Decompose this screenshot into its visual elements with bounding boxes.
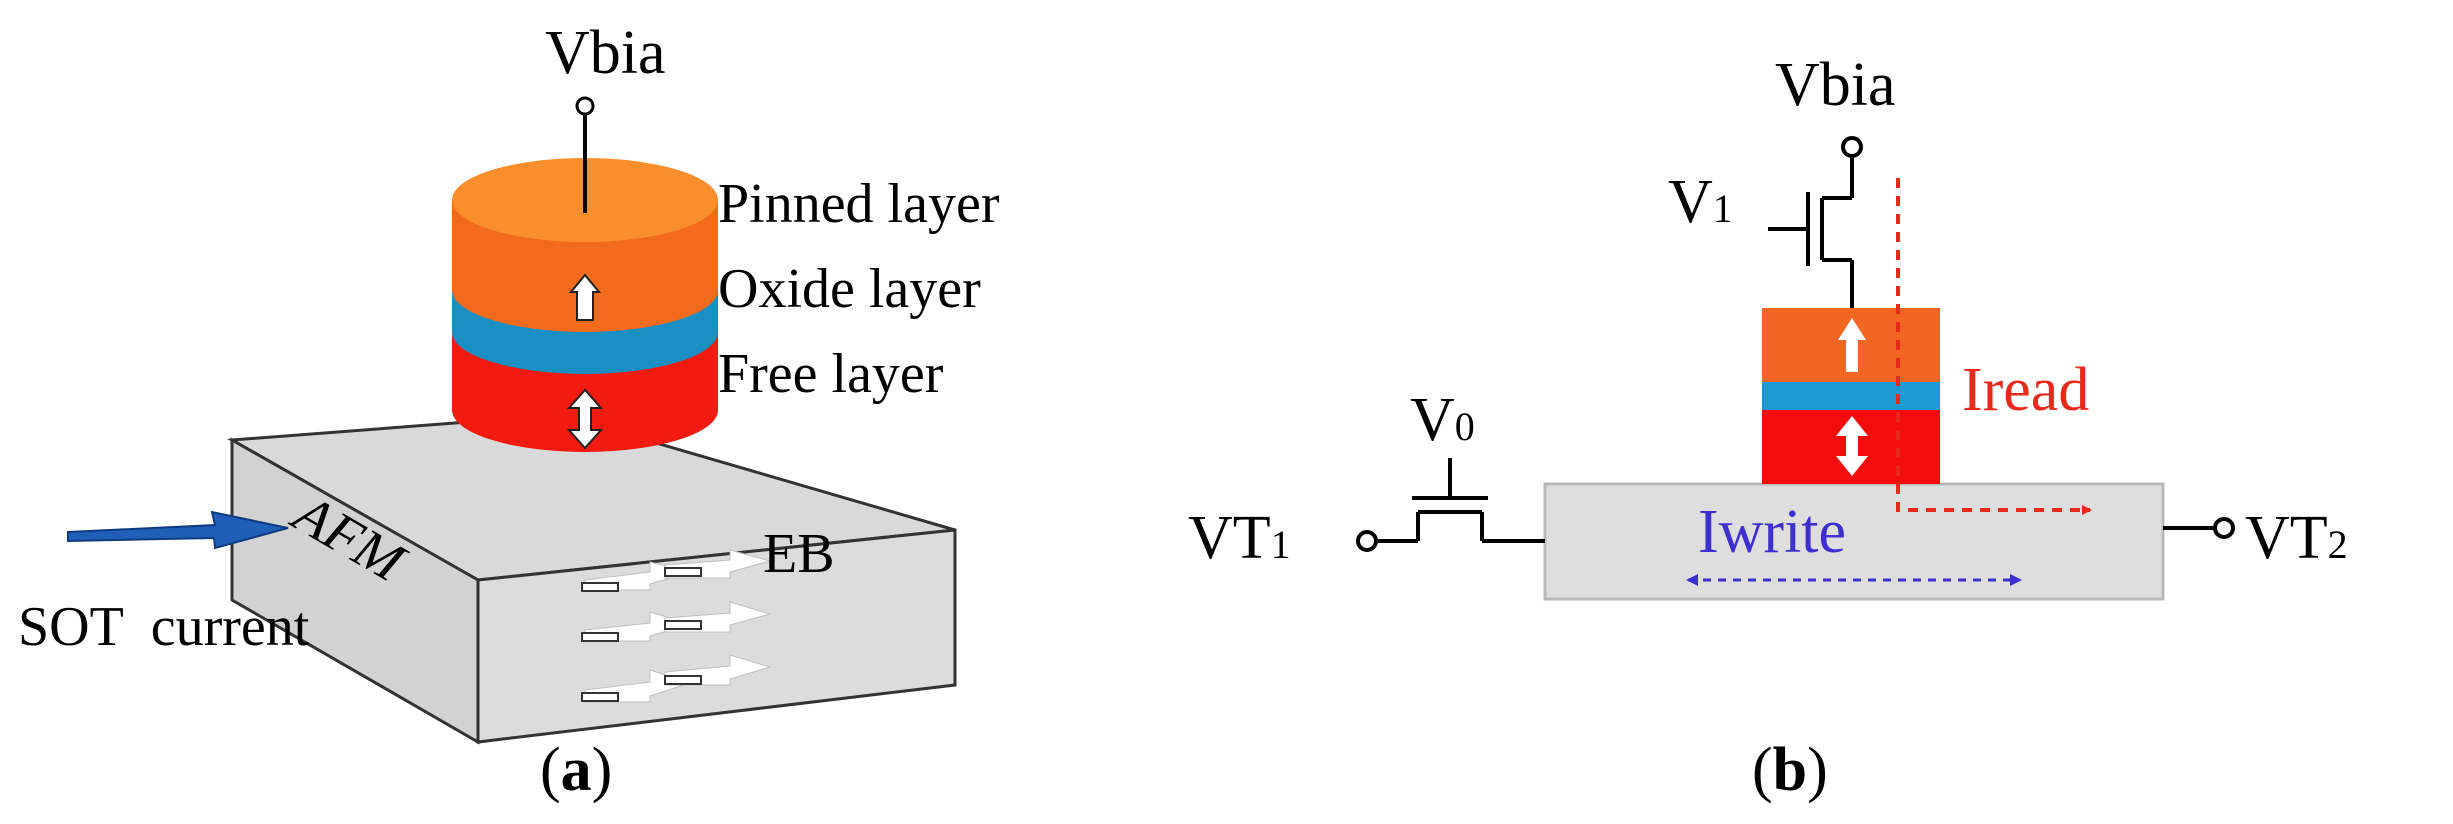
- double-arrow-icon: [1836, 416, 1868, 476]
- left-transistor: [1375, 458, 1545, 543]
- bias-dash-marks: [581, 567, 702, 702]
- caption-b: (b): [1752, 736, 1828, 804]
- iwrite-label: Iwrite: [1698, 498, 1846, 566]
- vbia-label-a: Vbia: [545, 19, 666, 87]
- open-circle-terminal: [1841, 136, 1863, 158]
- panel-b: Vbia V1 V0 VT1 VT2 Iread Iwrite (b): [1188, 51, 2348, 804]
- oxide-layer-label: Oxide layer: [718, 258, 981, 320]
- up-arrow-icon: [1838, 318, 1866, 372]
- sot-arrow-icon: [67, 510, 289, 550]
- oxide-layer-b: [1762, 382, 1940, 410]
- mtj-stack: [452, 158, 718, 452]
- read-current-path: [1896, 178, 2092, 515]
- vt1-label: VT1: [1188, 504, 1291, 572]
- gate-left-label: V0: [1410, 386, 1475, 454]
- top-transistor: [1768, 155, 1854, 308]
- double-arrow-icon: [566, 388, 604, 450]
- mtj-block: [1762, 308, 1940, 484]
- eb-label: EB: [763, 523, 835, 585]
- open-circle-terminal: [1356, 530, 1378, 552]
- pinned-layer-label: Pinned layer: [718, 173, 1000, 235]
- panel-a: Vbia Pinned layer Oxide layer Free layer…: [18, 19, 1000, 804]
- caption-a: (a): [540, 736, 612, 804]
- open-circle-terminal: [2213, 517, 2235, 539]
- sot-channel: [1543, 482, 2165, 601]
- vbia-label-b: Vbia: [1775, 51, 1896, 119]
- gate-top-label: V1: [1668, 168, 1733, 236]
- sot-current-label: SOT current: [18, 596, 310, 658]
- up-arrow-icon: [568, 273, 602, 321]
- iread-label: Iread: [1962, 356, 2089, 424]
- exchange-bias-arrows: [581, 549, 772, 703]
- vt2-label: VT2: [2245, 504, 2348, 572]
- open-circle-terminal: [575, 96, 595, 116]
- free-layer-label: Free layer: [718, 343, 944, 405]
